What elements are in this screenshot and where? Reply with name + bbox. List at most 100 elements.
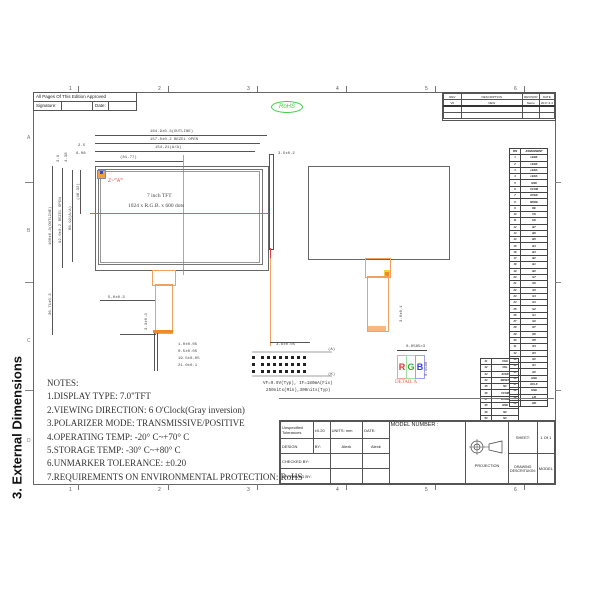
dim-bezel-height: 92.0±0.2 BEZEL OPEN [59, 197, 63, 243]
pin-assignment: R5 [520, 336, 548, 345]
back-fpc-chip-core [385, 272, 389, 276]
col-label: 1 [69, 487, 72, 493]
pin-assignment: NC [491, 408, 519, 416]
design-date: Alexk [362, 438, 390, 455]
rev-cell: NEW [460, 99, 523, 107]
side-view-fpc [270, 248, 271, 346]
pin-assignment: G0 [520, 317, 548, 326]
detail-a-title: DETAIL A [395, 380, 418, 385]
side-view-panel [269, 154, 274, 250]
row-divider [25, 182, 33, 183]
units-label: UNITS: mm [329, 420, 364, 440]
pin-assignment: GND [491, 402, 519, 410]
pin-assignment: GND [520, 374, 548, 383]
design-by: Alexk [329, 438, 364, 455]
dim-aa-height: 86.92(A/A) [69, 205, 73, 230]
back-view-panel [308, 166, 450, 260]
dim-fpc-width: 21.0±0.1 [178, 364, 198, 368]
dim-small: 6.08 [76, 152, 86, 156]
dim-subpixel-width: 0.0585×3 [406, 345, 426, 349]
col-label: 5 [425, 487, 428, 493]
detail-a: 0.0585×3 R G B 0.1506 [394, 345, 429, 380]
dim-line [120, 334, 156, 335]
led-spec-line1: VF=9.9V(Typ), IF=180mA(Fix) [263, 381, 333, 386]
dim-line [52, 166, 53, 270]
date-label: Date: [93, 102, 109, 110]
date-label: DATE: [362, 420, 390, 440]
pin-assignment: AVDD [491, 370, 519, 378]
projection-symbol-icon [469, 439, 503, 455]
approval-header: All Pages Of This Edition Approved [34, 93, 136, 102]
dim-fpc: 3.3±0.3 [145, 313, 149, 330]
note-item: 3.POLARIZER MODE: TRANSMISSIVE/POSITIVE [47, 418, 245, 429]
side-view-fpc-bend [270, 248, 271, 258]
detail-a-ref: Z~"A" [108, 178, 124, 184]
row-divider [25, 390, 33, 391]
back-fpc-top [365, 258, 391, 278]
pin-assignment: B2 [520, 255, 548, 263]
dim-line [95, 135, 267, 136]
approved-label: APPROVED BY: [280, 468, 331, 484]
projection-cell: PROJECTION [465, 421, 509, 484]
dim-fpc: 5.0±0.3 [108, 296, 125, 300]
pin-assignment: R1 [520, 362, 548, 370]
center-line-h [90, 213, 270, 214]
pin-assignment: G6 [520, 280, 548, 288]
pin-assignment: VGH [491, 357, 519, 366]
row-divider [555, 182, 561, 183]
col-label: 4 [336, 487, 339, 493]
date-field [109, 102, 111, 110]
col-label: 2 [158, 86, 161, 92]
back-fpc-tail [367, 276, 389, 332]
pin-assignment: R2 [520, 355, 548, 364]
dim-center-y: (48.32) [77, 183, 81, 200]
pin-assignment: G5 [520, 286, 548, 294]
col-label: 4 [336, 86, 339, 92]
signature-label: Signature: [34, 102, 62, 110]
dim-led: 3.6±0.05 [276, 343, 296, 347]
anode-label: (A) [328, 348, 336, 352]
panel-type-label: 7 inch TFT [147, 193, 172, 199]
row-label: C [27, 338, 31, 344]
back-fpc-stiffener [368, 326, 386, 331]
tolerance-label: Unspecified Tolerances [280, 420, 314, 440]
pin-assignment: G1 [520, 311, 548, 320]
dim-line [95, 143, 260, 144]
col-label: 5 [425, 86, 428, 92]
note-item: 7.REQUIREMENTS ON ENVIRONMENTAL PROTECTI… [47, 471, 303, 482]
fpc-contacts [153, 330, 173, 333]
cathode-label: (K) [328, 373, 336, 377]
fpc-connector-top [152, 270, 176, 286]
pin-assignment: R6 [520, 330, 548, 338]
pin-assignment: R7 [520, 324, 548, 332]
col-label: 3 [247, 487, 250, 493]
dim-pin-span: 19.5±0.05 [178, 357, 200, 361]
dim-aa-width: 154.21(A/A) [155, 146, 182, 150]
pin-assignment: R0 [520, 368, 548, 376]
rev-header: DATE [538, 93, 556, 100]
drawing-description-value: MODEL [536, 453, 556, 484]
title-block-spacer [279, 398, 554, 421]
signature-field [62, 102, 93, 110]
pin-assignment: DCLK [520, 380, 548, 389]
approval-box: All Pages Of This Edition Approved Signa… [33, 92, 137, 111]
pin-assignment: NC [491, 383, 519, 391]
dim-line [52, 270, 53, 335]
dim-bezel-width: 157.0±0.2 BEZEL OPEN [150, 138, 199, 142]
sheet-value: 1 Of 1 [536, 420, 556, 455]
